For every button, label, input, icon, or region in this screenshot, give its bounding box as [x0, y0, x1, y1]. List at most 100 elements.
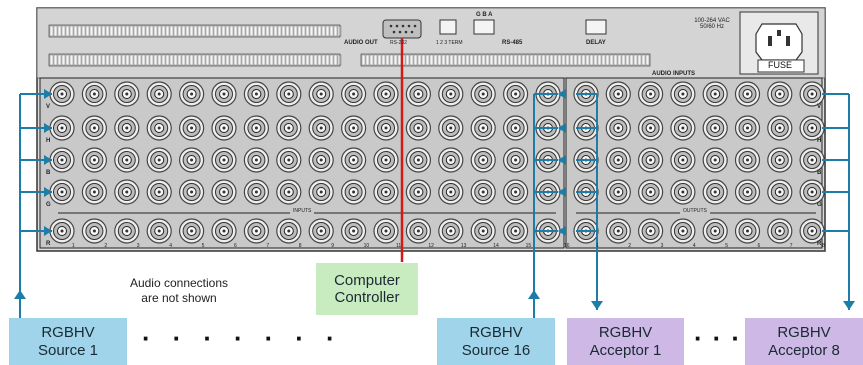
input-bnc-connector[interactable]	[114, 179, 140, 205]
input-bnc-connector[interactable]	[114, 147, 140, 173]
input-bnc-connector[interactable]	[179, 179, 205, 205]
delay-dip-switch[interactable]	[585, 19, 607, 35]
input-bnc-connector[interactable]	[373, 218, 399, 244]
output-bnc-connector[interactable]	[767, 218, 793, 244]
input-bnc-connector[interactable]	[308, 147, 334, 173]
input-bnc-connector[interactable]	[308, 115, 334, 141]
input-bnc-connector[interactable]	[211, 218, 237, 244]
input-bnc-connector[interactable]	[341, 115, 367, 141]
output-bnc-connector[interactable]	[702, 179, 728, 205]
output-bnc-connector[interactable]	[605, 147, 631, 173]
input-bnc-connector[interactable]	[341, 218, 367, 244]
input-bnc-connector[interactable]	[438, 81, 464, 107]
input-bnc-connector[interactable]	[341, 147, 367, 173]
input-bnc-connector[interactable]	[243, 81, 269, 107]
input-bnc-connector[interactable]	[211, 147, 237, 173]
input-bnc-connector[interactable]	[179, 115, 205, 141]
output-bnc-connector[interactable]	[767, 115, 793, 141]
input-bnc-connector[interactable]	[81, 115, 108, 141]
output-bnc-connector[interactable]	[734, 218, 761, 244]
output-bnc-connector[interactable]	[734, 81, 761, 107]
input-bnc-connector[interactable]	[308, 179, 334, 205]
input-bnc-connector[interactable]	[373, 147, 399, 173]
input-bnc-connector[interactable]	[502, 179, 529, 205]
gba-dip-switch[interactable]	[473, 19, 495, 35]
input-bnc-connector[interactable]	[470, 81, 496, 107]
input-bnc-connector[interactable]	[81, 218, 108, 244]
output-bnc-connector[interactable]	[637, 81, 664, 107]
output-bnc-connector[interactable]	[605, 179, 631, 205]
input-bnc-connector[interactable]	[341, 179, 367, 205]
input-bnc-connector[interactable]	[405, 115, 431, 141]
output-bnc-connector[interactable]	[767, 147, 793, 173]
input-bnc-connector[interactable]	[114, 81, 140, 107]
input-bnc-connector[interactable]	[308, 218, 334, 244]
input-bnc-connector[interactable]	[502, 147, 529, 173]
input-bnc-connector[interactable]	[502, 81, 529, 107]
input-bnc-connector[interactable]	[146, 218, 172, 244]
output-bnc-connector[interactable]	[605, 115, 631, 141]
output-bnc-connector[interactable]	[799, 81, 825, 107]
output-bnc-connector[interactable]	[799, 115, 825, 141]
input-bnc-connector[interactable]	[211, 81, 237, 107]
input-bnc-connector[interactable]	[146, 81, 172, 107]
output-bnc-connector[interactable]	[670, 218, 696, 244]
input-bnc-connector[interactable]	[49, 147, 75, 173]
output-bnc-connector[interactable]	[799, 218, 825, 244]
input-bnc-connector[interactable]	[146, 147, 172, 173]
input-bnc-connector[interactable]	[438, 115, 464, 141]
input-bnc-connector[interactable]	[49, 218, 75, 244]
power-socket[interactable]	[755, 23, 803, 61]
input-bnc-connector[interactable]	[470, 179, 496, 205]
input-bnc-connector[interactable]	[276, 147, 302, 173]
input-bnc-connector[interactable]	[211, 115, 237, 141]
output-bnc-connector[interactable]	[670, 179, 696, 205]
input-bnc-connector[interactable]	[502, 115, 529, 141]
output-bnc-connector[interactable]	[670, 147, 696, 173]
input-bnc-connector[interactable]	[502, 218, 529, 244]
output-bnc-connector[interactable]	[637, 218, 664, 244]
output-bnc-connector[interactable]	[799, 179, 825, 205]
input-bnc-connector[interactable]	[373, 81, 399, 107]
input-bnc-connector[interactable]	[179, 147, 205, 173]
input-bnc-connector[interactable]	[373, 115, 399, 141]
input-bnc-connector[interactable]	[276, 218, 302, 244]
input-bnc-connector[interactable]	[243, 115, 269, 141]
output-bnc-connector[interactable]	[702, 218, 728, 244]
input-bnc-connector[interactable]	[470, 115, 496, 141]
input-bnc-connector[interactable]	[243, 218, 269, 244]
input-bnc-connector[interactable]	[438, 218, 464, 244]
output-bnc-connector[interactable]	[637, 147, 664, 173]
rs232-port[interactable]	[382, 19, 422, 39]
input-bnc-connector[interactable]	[405, 147, 431, 173]
output-bnc-connector[interactable]	[702, 81, 728, 107]
term-dip-switch[interactable]	[439, 19, 457, 35]
output-bnc-connector[interactable]	[767, 81, 793, 107]
input-bnc-connector[interactable]	[243, 147, 269, 173]
output-bnc-connector[interactable]	[734, 179, 761, 205]
input-bnc-connector[interactable]	[470, 218, 496, 244]
input-bnc-connector[interactable]	[373, 179, 399, 205]
input-bnc-connector[interactable]	[81, 179, 108, 205]
input-bnc-connector[interactable]	[211, 179, 237, 205]
input-bnc-connector[interactable]	[179, 81, 205, 107]
input-bnc-connector[interactable]	[438, 147, 464, 173]
input-bnc-connector[interactable]	[81, 81, 108, 107]
input-bnc-connector[interactable]	[276, 115, 302, 141]
input-bnc-connector[interactable]	[114, 115, 140, 141]
fuse-holder[interactable]	[757, 59, 805, 73]
input-bnc-connector[interactable]	[276, 81, 302, 107]
input-bnc-connector[interactable]	[146, 179, 172, 205]
output-bnc-connector[interactable]	[605, 81, 631, 107]
input-bnc-connector[interactable]	[438, 179, 464, 205]
input-bnc-connector[interactable]	[405, 218, 431, 244]
input-bnc-connector[interactable]	[243, 179, 269, 205]
input-bnc-connector[interactable]	[146, 115, 172, 141]
output-bnc-connector[interactable]	[734, 147, 761, 173]
output-bnc-connector[interactable]	[799, 147, 825, 173]
output-bnc-connector[interactable]	[670, 81, 696, 107]
input-bnc-connector[interactable]	[49, 179, 75, 205]
input-bnc-connector[interactable]	[49, 81, 75, 107]
input-bnc-connector[interactable]	[341, 81, 367, 107]
input-bnc-connector[interactable]	[405, 81, 431, 107]
